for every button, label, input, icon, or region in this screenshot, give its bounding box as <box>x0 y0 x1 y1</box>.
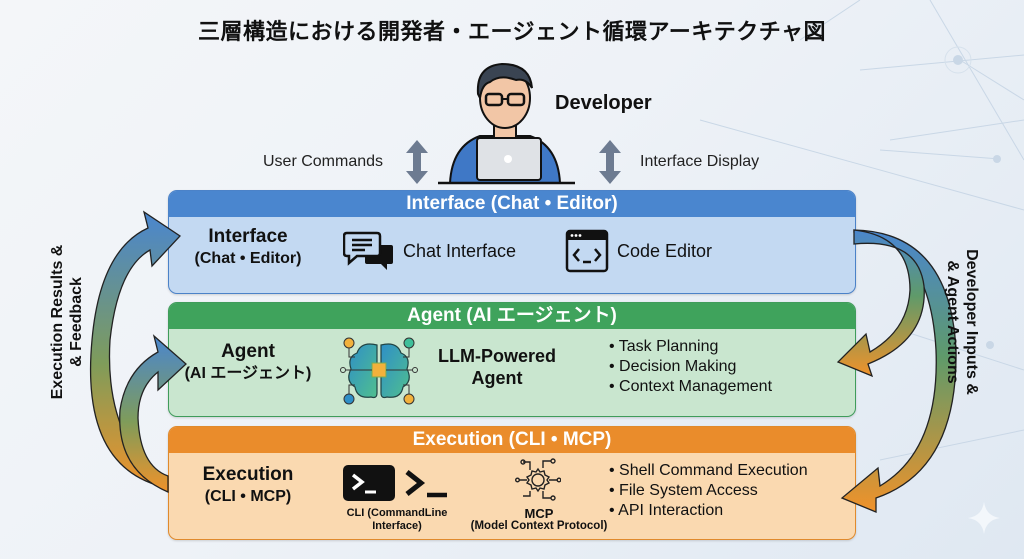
interface-display-label: Interface Display <box>640 153 760 170</box>
layer-name-main: Interface <box>208 226 288 247</box>
code-editor-label: Code Editor <box>617 240 713 261</box>
interface-layer-name: Interface (Chat • Editor) <box>183 226 313 270</box>
chat-interface-item: Chat Interface <box>343 231 516 271</box>
developer-inputs-label-line2: & Agent Actions <box>944 260 961 384</box>
list-item: Task Planning <box>609 337 772 357</box>
layer-name-sub: (CLI • MCP) <box>204 488 292 505</box>
mcp-caption-line2: (Model Context Protocol) <box>470 520 608 532</box>
mcp-caption: MCP (Model Context Protocol) <box>459 507 619 533</box>
execution-layer-name: Execution (CLI • MCP) <box>183 464 313 508</box>
bidirectional-arrow-icon <box>406 140 428 184</box>
interface-layer: Interface (Chat • Editor) Interface (Cha… <box>168 190 856 294</box>
mcp-caption-line1: MCP <box>524 506 554 521</box>
layer-name-main: Execution <box>202 464 294 485</box>
cli-caption: CLI (CommandLine Interface) <box>335 507 459 533</box>
developer-inputs-label-line1: Developer Inputs & <box>963 249 980 395</box>
diagram-title: 三層構造における開発者・エージェント循環アーキテクチャ図 <box>197 20 827 45</box>
layer-name-sub: (Chat • Editor) <box>194 250 302 267</box>
execution-layer: Execution (CLI • MCP) Execution (CLI • M… <box>168 426 856 540</box>
list-item: Shell Command Execution <box>609 461 808 481</box>
action-arrow-to-execution <box>840 229 957 513</box>
user-commands-label: User Commands <box>263 153 384 170</box>
list-item: File System Access <box>609 481 808 501</box>
list-item: Decision Making <box>609 357 772 377</box>
execution-feedback-label: Execution Results & & Feedback <box>48 217 86 427</box>
cli-caption-line2: Interface) <box>372 520 422 532</box>
feedback-arrow-to-interface <box>89 210 181 489</box>
terminal-icon <box>343 465 447 501</box>
sparkle-icon <box>968 502 1000 534</box>
agent-capability-list: Task Planning Decision Making Context Ma… <box>609 337 772 397</box>
llm-agent-label: LLM-Powered Agent <box>427 345 567 389</box>
layer-name-sub: (AI エージェント) <box>184 365 312 382</box>
agent-layer: Agent (AI エージェント) Agent (AI エージェント) <box>168 302 856 417</box>
chat-interface-label: Chat Interface <box>403 240 517 261</box>
developer-inputs-label: Developer Inputs & & Agent Actions <box>943 217 981 427</box>
cli-caption-line1: CLI (CommandLine <box>346 507 448 519</box>
mcp-gear-circuit-icon <box>515 458 561 501</box>
agent-layer-header: Agent (AI エージェント) <box>169 303 855 329</box>
list-item: Context Management <box>609 377 772 397</box>
interface-layer-header: Interface (Chat • Editor) <box>169 191 855 217</box>
execution-feedback-label-line1: Execution Results & <box>49 244 66 400</box>
llm-agent-label-line2: Agent <box>471 368 523 388</box>
chat-bubbles-icon <box>343 231 393 270</box>
agent-layer-name: Agent (AI エージェント) <box>183 341 313 385</box>
code-editor-item: Code Editor <box>565 229 712 273</box>
bidirectional-arrow-icon <box>599 140 621 184</box>
list-item: API Interaction <box>609 501 808 521</box>
developer-label: Developer <box>555 92 652 114</box>
execution-feedback-label-line2: & Feedback <box>68 277 85 367</box>
execution-capability-list: Shell Command Execution File System Acce… <box>609 461 808 521</box>
brain-circuit-icon <box>340 337 418 405</box>
developer-at-laptop-icon <box>438 62 575 185</box>
layer-name-main: Agent <box>221 341 275 362</box>
execution-layer-header: Execution (CLI • MCP) <box>169 427 855 453</box>
code-editor-icon <box>565 229 609 273</box>
llm-agent-label-line1: LLM-Powered <box>437 346 556 366</box>
